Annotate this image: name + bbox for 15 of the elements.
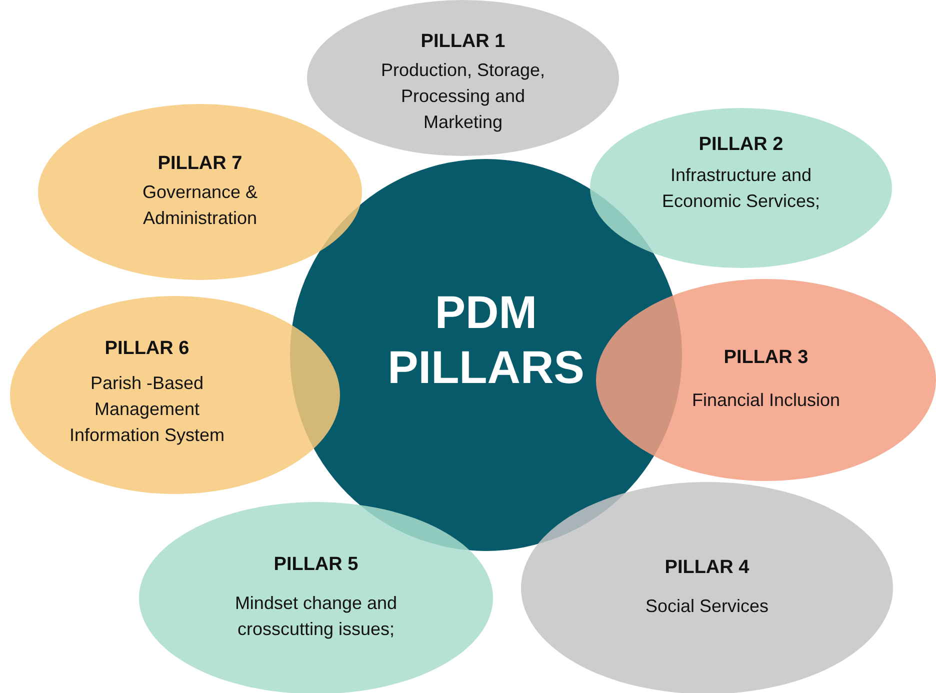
pillar-heading: PILLAR 7 [158,152,242,175]
pillar-description: Production, Storage, Processing and Marketing [380,58,546,134]
pillar-heading: PILLAR 4 [664,556,750,579]
pillar-heading: PILLAR 5 [274,554,358,576]
pillar-description: Mindset change and crosscutting issues; [234,592,398,641]
pillar-description: Financial Inclusion [692,388,840,412]
pillar-description: Social Services [645,594,769,618]
pillar-heading: PILLAR 2 [698,134,784,156]
pillar-heading: PILLAR 1 [420,30,506,53]
pillar-description: Parish -Based Management Information System [68,372,226,448]
pillar-heading: PILLAR 3 [724,346,808,369]
pillar-heading: PILLAR 6 [104,338,190,360]
center-title: PDM PILLARS [386,284,586,395]
pillar-description: Governance & Administration [141,180,259,230]
pillar-description: Infrastructure and Economic Services; [660,164,822,213]
